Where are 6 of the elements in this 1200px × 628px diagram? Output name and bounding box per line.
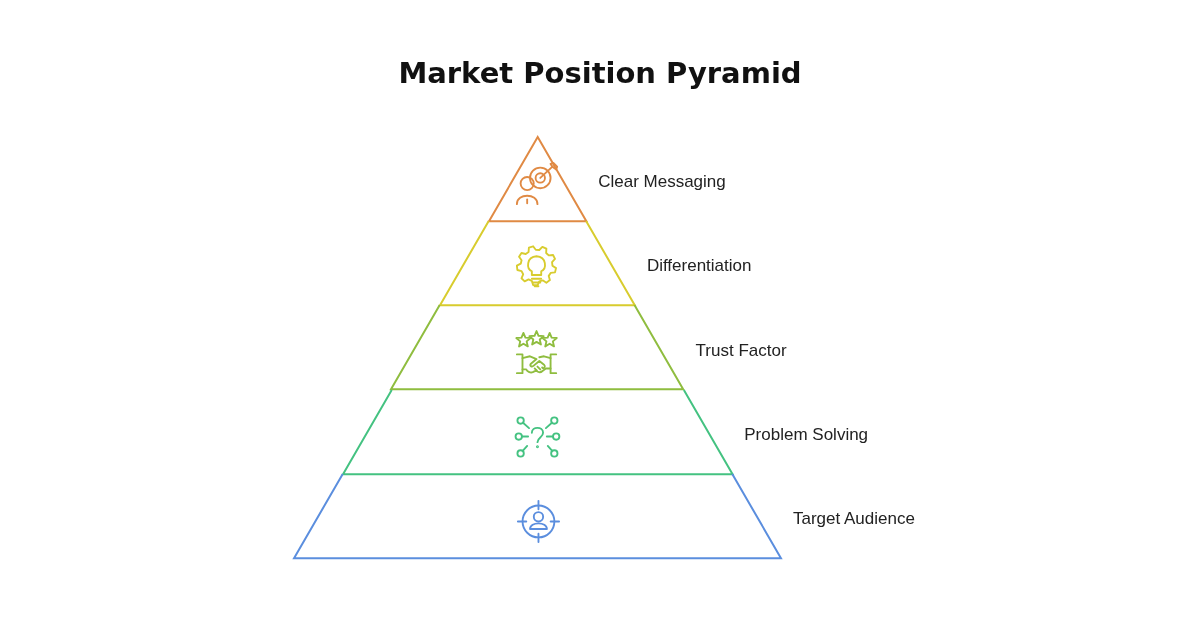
tier-label: Target Audience bbox=[793, 509, 915, 529]
tier-label: Clear Messaging bbox=[598, 172, 726, 193]
tier-label: Trust Factor bbox=[695, 340, 787, 361]
tier-label: Problem Solving bbox=[744, 424, 869, 445]
tier-label: Differentiation bbox=[646, 256, 752, 277]
diagram-title: Market Position Pyramid bbox=[398, 56, 802, 90]
